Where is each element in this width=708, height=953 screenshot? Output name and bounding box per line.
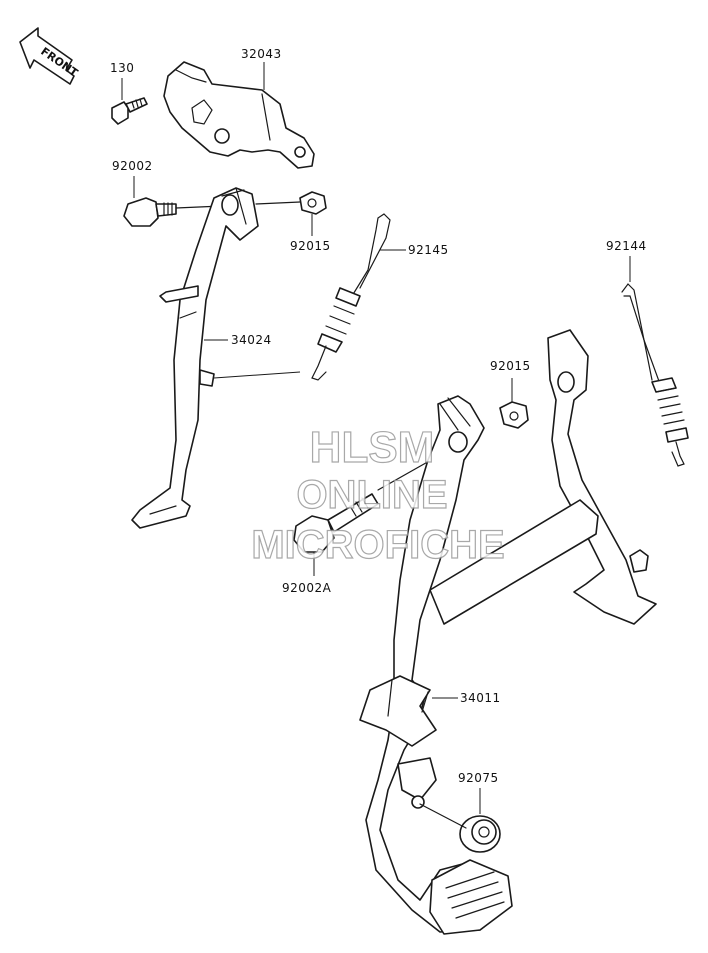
- front-arrow-icon: FRONT: [19, 27, 81, 85]
- rubber-92075-icon: [459, 815, 501, 853]
- watermark-line2: ONLINE: [296, 473, 447, 517]
- spring-92145-icon: [311, 213, 391, 381]
- bracket-32043-icon: [163, 61, 315, 169]
- label-92015-upper: 92015: [290, 239, 331, 253]
- nut-92015-upper-icon: [299, 191, 327, 215]
- label-92075: 92075: [458, 771, 499, 785]
- label-92002: 92002: [112, 159, 153, 173]
- label-34011: 34011: [460, 691, 501, 705]
- bolt-130-icon: [111, 97, 148, 125]
- spring-92144-icon: [621, 283, 689, 467]
- bolt-92002A-icon: [293, 493, 379, 553]
- label-92145: 92145: [408, 243, 449, 257]
- label-130: 130: [110, 61, 134, 75]
- label-92144: 92144: [606, 239, 647, 253]
- watermark: HLSM ONLINE MICROFICHE: [251, 422, 506, 567]
- side-stand-34024-icon: [131, 187, 259, 529]
- main-stand-34011-icon: [359, 329, 657, 935]
- watermark-line3: MICROFICHE: [251, 523, 504, 567]
- nut-92015-lower-icon: [499, 401, 529, 429]
- watermark-line1: HLSM: [310, 423, 435, 472]
- label-32043: 32043: [241, 47, 282, 61]
- label-92015-lower: 92015: [490, 359, 531, 373]
- bolt-92002-icon: [123, 197, 177, 227]
- label-34024: 34024: [231, 333, 272, 347]
- label-92002A: 92002A: [282, 581, 332, 595]
